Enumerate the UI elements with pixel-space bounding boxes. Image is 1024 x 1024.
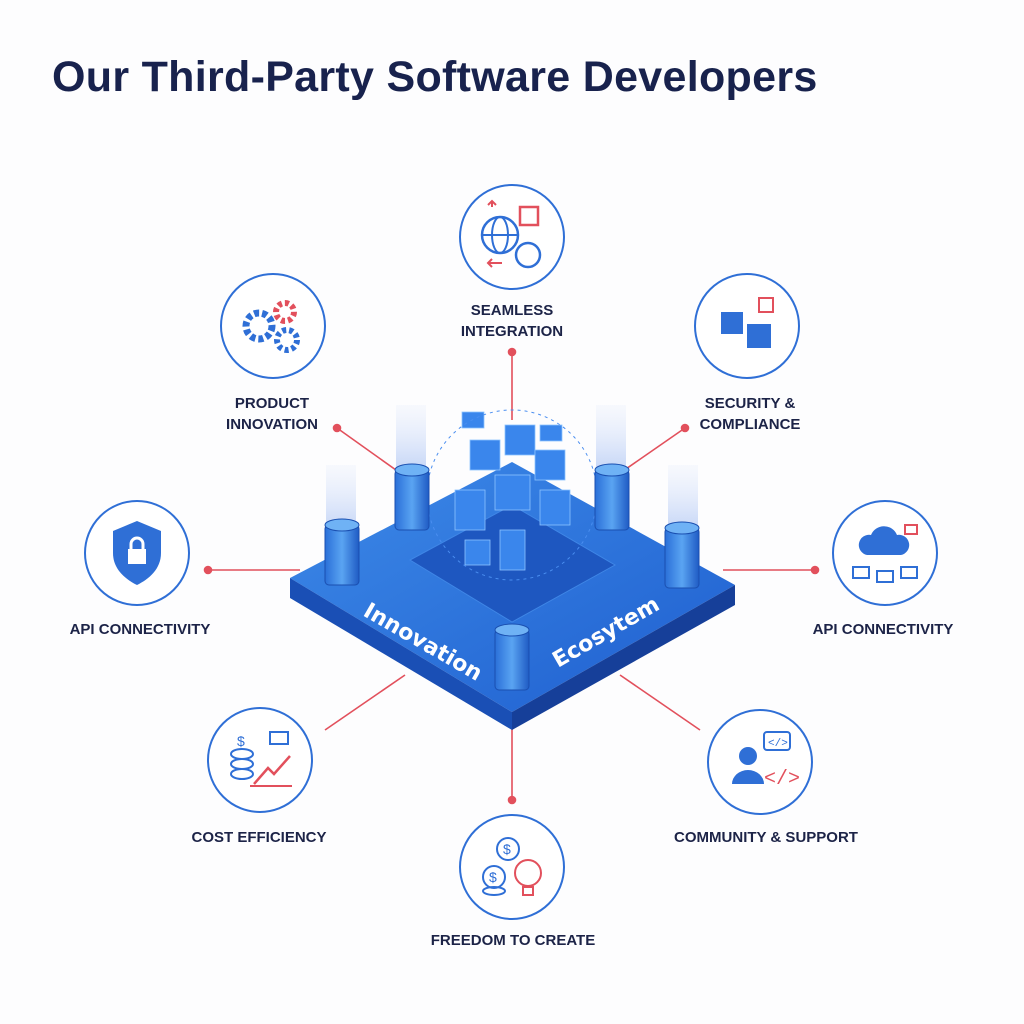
api-connectivity-left-node[interactable] — [84, 500, 190, 606]
puzzle-icon — [721, 297, 774, 348]
api-connectivity-right-node[interactable] — [832, 500, 938, 606]
connector-lines — [203, 347, 820, 805]
coins-lightbulb-icon: $$ — [482, 837, 542, 896]
security-compliance-node[interactable] — [694, 273, 800, 379]
node-label: COST EFFICIENCY — [191, 829, 327, 846]
svg-text:</>: </> — [768, 738, 788, 750]
community-support-node[interactable]: </> </> — [707, 709, 813, 815]
page-title: Our Third-Party Software Developers — [52, 53, 818, 101]
freedom-to-create-node[interactable]: $$ — [459, 814, 565, 920]
developer-code-icon: </> </> — [732, 731, 800, 791]
cloud-network-icon — [852, 524, 918, 583]
database-pillars — [324, 405, 700, 691]
node-label: FREEDOM TO CREATE — [430, 932, 596, 949]
svg-text:$: $ — [503, 841, 511, 857]
node-label: COMMUNITY & SUPPORT — [674, 829, 858, 846]
seamless-integration-node[interactable] — [459, 184, 565, 290]
globe-puzzle-icon — [480, 199, 542, 269]
node-label: API CONNECTIVITY — [812, 621, 954, 638]
svg-text:$: $ — [237, 733, 245, 749]
gears-icon — [242, 300, 300, 353]
product-innovation-node[interactable] — [220, 273, 326, 379]
coins-chart-icon: $ — [230, 731, 292, 787]
cost-efficiency-node[interactable]: $ — [207, 707, 313, 813]
node-label: SECURITY &COMPLIANCE — [699, 395, 801, 433]
svg-text:</>: </> — [764, 768, 800, 791]
svg-text:$: $ — [489, 869, 497, 885]
shield-lock-icon — [113, 521, 161, 585]
node-label: API CONNECTIVITY — [69, 621, 211, 638]
